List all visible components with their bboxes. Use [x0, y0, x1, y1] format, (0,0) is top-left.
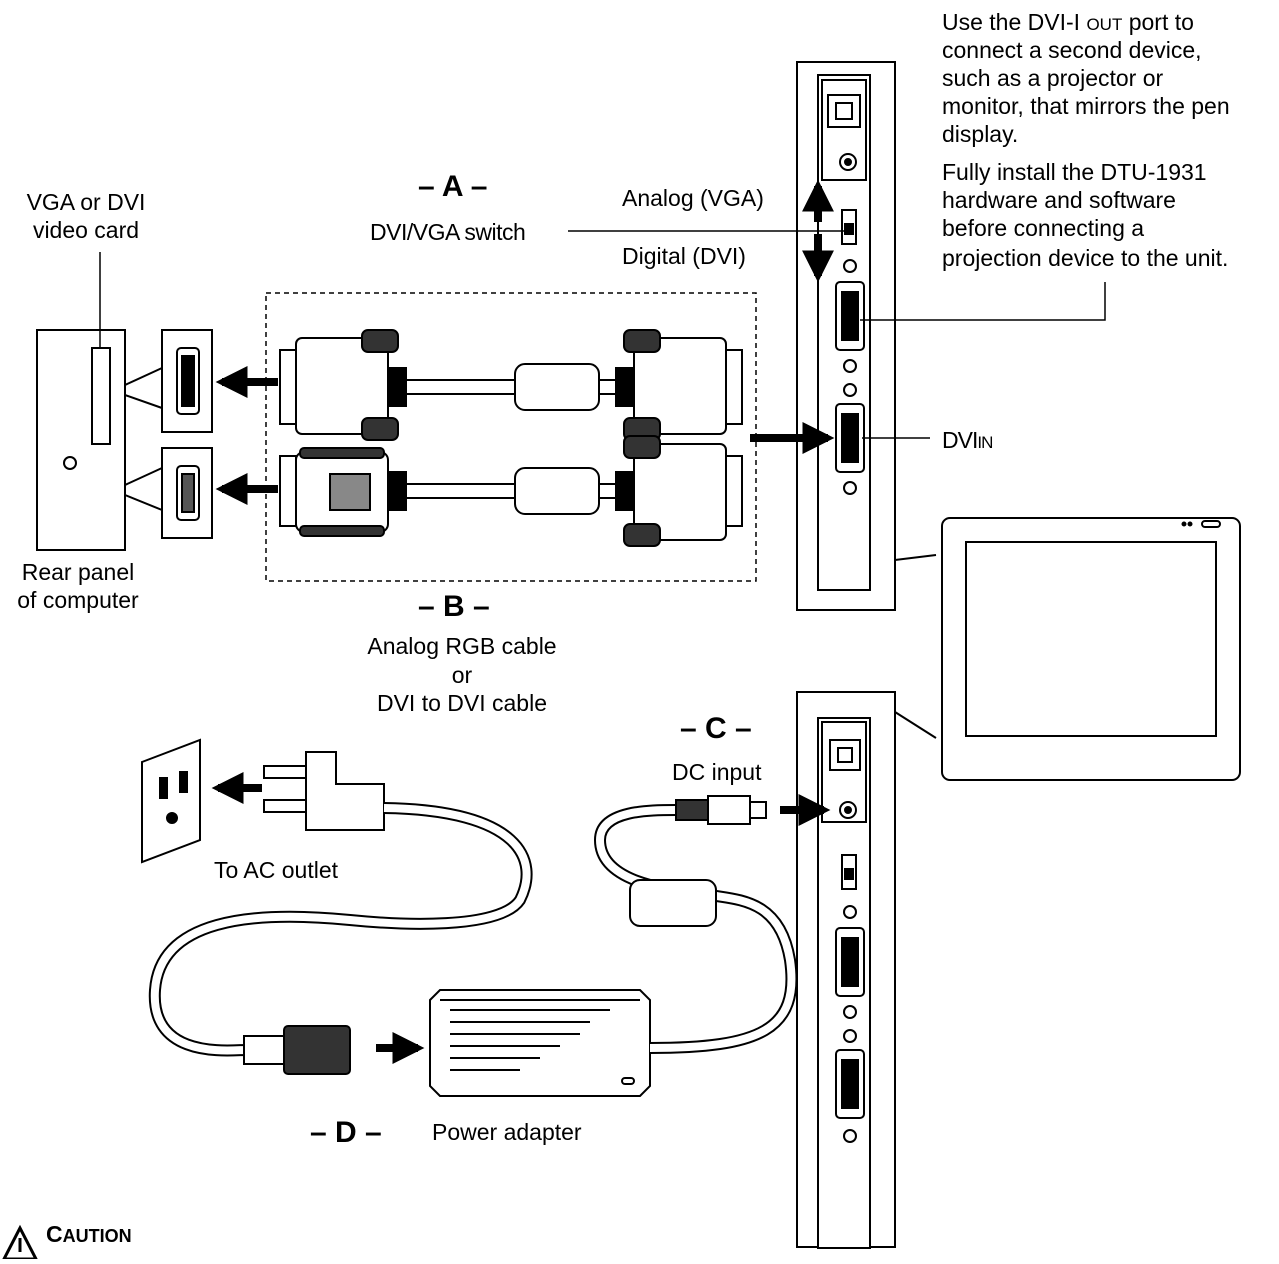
power-adapter	[429, 989, 651, 1097]
ac-plug	[263, 751, 385, 831]
dc-input-label: DC input	[672, 759, 762, 785]
callout-wedge-bottom	[894, 710, 937, 748]
rear-panel-label-1: Rear panel	[21, 559, 135, 585]
rear-panel-label-2: of computer	[17, 587, 139, 613]
dvi-to-dvi-cable	[279, 329, 743, 441]
pen-display-panel-top	[796, 61, 896, 611]
dvi-out-note-line1: Use the DVI-I OUT port to	[942, 8, 1194, 39]
section-c-label: – C –	[680, 712, 752, 745]
pen-display-panel-bottom	[796, 691, 896, 1249]
section-a-label: – A –	[418, 170, 488, 203]
caution-heading: CAUTION	[46, 1220, 132, 1250]
section-d-label: – D –	[310, 1116, 382, 1149]
note-text: port to	[1128, 9, 1194, 35]
dvi-in-label: DVIIN	[942, 426, 993, 457]
video-card-label-2: video card	[32, 217, 140, 243]
install-note-line3: before connecting a	[942, 215, 1145, 241]
cable-label-2: or	[451, 662, 473, 688]
dvi-in-text: DVI	[942, 427, 978, 453]
dc-ferrite-core	[629, 879, 717, 927]
computer-rear-panel	[36, 329, 126, 551]
analog-vga-label: Analog (VGA)	[622, 185, 764, 211]
section-b-label: – B –	[418, 590, 490, 623]
cable-label-1: Analog RGB cable	[367, 633, 557, 659]
dvi-out-note-line5: display.	[942, 121, 1019, 147]
cable-label-3: DVI to DVI cable	[376, 690, 548, 716]
note-out-smallcaps: OUT	[1086, 15, 1123, 34]
dc-plug	[675, 795, 767, 825]
computer-dvi-port	[161, 329, 213, 433]
dvi-out-note-line3: such as a projector or	[942, 65, 1164, 91]
ac-outlet-label: To AC outlet	[214, 857, 339, 883]
pen-display-monitor	[941, 517, 1241, 781]
warning-triangle-icon	[1, 1224, 39, 1261]
callout-dvi-port	[124, 367, 163, 409]
dvi-out-leader-line	[860, 282, 1106, 321]
install-note-line1: Fully install the DTU-1931	[942, 159, 1207, 185]
computer-vga-port	[161, 447, 213, 539]
dvi-out-note-line4: monitor, that mirrors the pen	[942, 93, 1230, 119]
dvi-vga-switch-label: DVI/VGA switch	[370, 219, 526, 245]
note-text: Use the DVI-I	[942, 9, 1081, 35]
digital-dvi-label: Digital (DVI)	[622, 243, 746, 269]
dvi-in-smallcaps: IN	[977, 433, 993, 452]
analog-rgb-cable	[279, 435, 743, 547]
caution-smallcaps: AUTION	[62, 1226, 132, 1246]
ac-outlet	[141, 738, 201, 864]
dvi-out-note-line2: connect a second device,	[942, 37, 1202, 63]
callout-vga-port	[124, 467, 163, 511]
install-note-line4: projection device to the unit.	[942, 245, 1229, 271]
caution-initial: C	[46, 1221, 63, 1247]
ac-cord-inner	[150, 804, 531, 1055]
iec-connector	[243, 1025, 351, 1075]
power-adapter-label: Power adapter	[432, 1119, 582, 1145]
callout-wedge-top	[894, 520, 937, 562]
install-note-line2: hardware and software	[942, 187, 1176, 213]
video-card-label-1: VGA or DVI	[26, 189, 146, 215]
